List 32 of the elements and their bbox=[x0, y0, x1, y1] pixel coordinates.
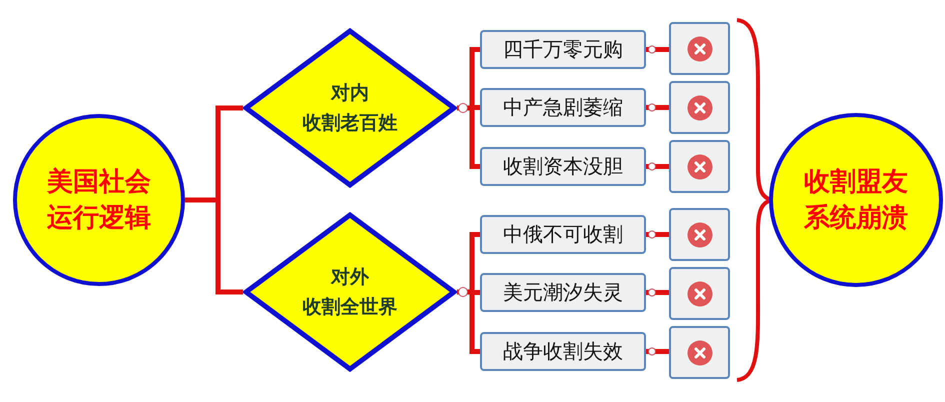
decision-diamond bbox=[243, 28, 457, 188]
connector bbox=[646, 164, 669, 169]
node-text: 收割老百姓 bbox=[302, 111, 398, 136]
icon-box bbox=[669, 267, 730, 320]
text-box bbox=[480, 273, 646, 312]
node-text: 收割资本没胆 bbox=[503, 153, 623, 180]
icon-box bbox=[669, 140, 730, 193]
connector bbox=[646, 105, 669, 110]
text-box bbox=[480, 215, 646, 254]
icon-box bbox=[669, 81, 730, 134]
connector bbox=[646, 349, 669, 354]
text-box bbox=[480, 88, 646, 127]
connector bbox=[646, 232, 669, 237]
node-text: 美国社会运行逻辑 bbox=[46, 166, 152, 235]
text-box bbox=[480, 332, 646, 371]
node-text: 收割全世界 bbox=[302, 295, 398, 320]
text-box bbox=[480, 147, 646, 186]
icon-box bbox=[669, 208, 730, 261]
node-text: 四千万零元购 bbox=[503, 36, 623, 63]
node-text: 战争收割失效 bbox=[503, 338, 623, 365]
text-box bbox=[480, 30, 646, 69]
node-text: 中产急剧萎缩 bbox=[503, 94, 623, 121]
connector bbox=[646, 47, 669, 52]
node-text: 对内 bbox=[331, 81, 369, 106]
icon-box bbox=[669, 326, 730, 379]
node-text: 中俄不可收割 bbox=[503, 221, 623, 248]
node-text: 对外 bbox=[331, 265, 369, 290]
node-text: 收割盟友系统崩溃 bbox=[802, 166, 909, 235]
connector bbox=[646, 290, 669, 295]
node-text: 美元潮汐失灵 bbox=[503, 279, 623, 306]
decision-diamond bbox=[243, 212, 457, 372]
icon-box bbox=[669, 22, 730, 75]
